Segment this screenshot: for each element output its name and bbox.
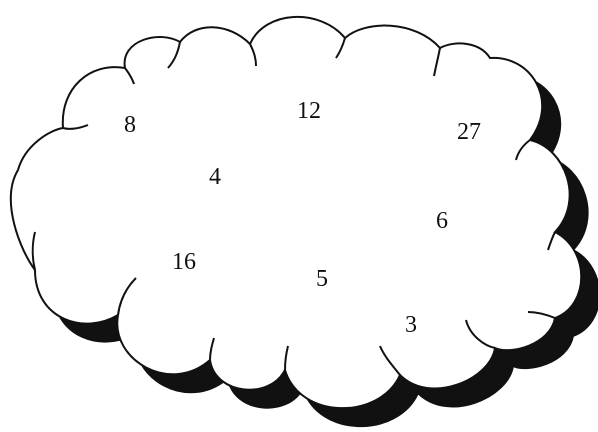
number-5: 5 [316,266,328,292]
number-12: 12 [297,98,321,124]
number-4: 4 [209,164,221,190]
number-27: 27 [457,119,481,145]
number-3: 3 [405,312,417,338]
cloud-outline [11,17,581,408]
number-6: 6 [436,208,448,234]
number-8: 8 [124,112,136,138]
number-16: 16 [172,249,196,275]
cloud [11,17,581,408]
